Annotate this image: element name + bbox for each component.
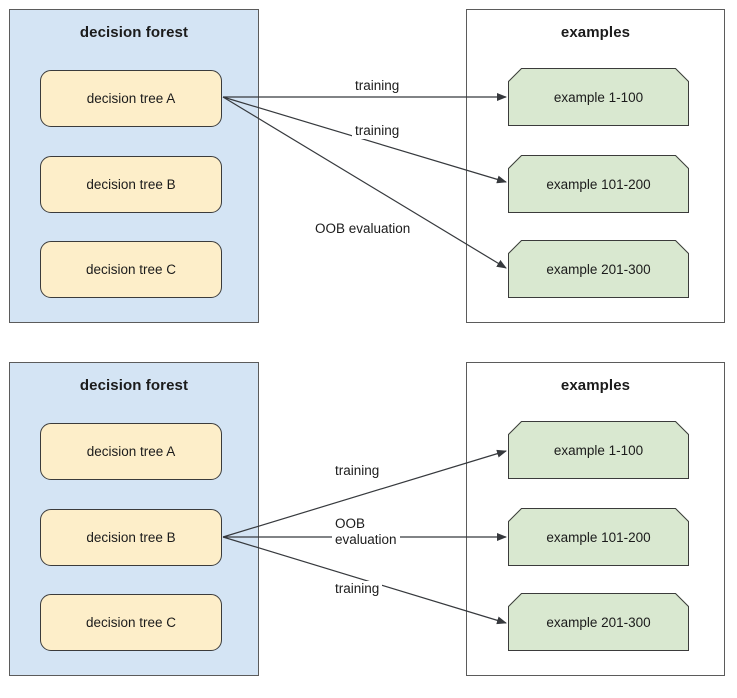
example-box-101-200-top[interactable]: example 101-200 [508,155,689,213]
tree-box-c-top-label: decision tree C [85,262,177,277]
examples-title-top: examples [560,24,631,41]
tree-box-a-bottom[interactable]: decision tree A [40,423,222,480]
example-box-201-300-top[interactable]: example 201-300 [508,240,689,298]
example-box-1-100-top[interactable]: example 1-100 [508,68,689,126]
edge-label-oob-top: OOB evaluation [312,221,414,237]
example-box-101-200-bottom-label: example 101-200 [546,529,651,545]
decision-forest-title-top: decision forest [79,24,189,41]
tree-box-b-bottom[interactable]: decision tree B [40,509,222,566]
tree-box-a-top-label: decision tree A [86,91,176,106]
tree-box-b-top[interactable]: decision tree B [40,156,222,213]
tree-box-b-bottom-label: decision tree B [86,530,176,545]
example-box-1-100-bottom-label: example 1-100 [553,442,644,458]
edge-label-training-1-top: training [352,78,403,94]
diagram-training-tree-b: decision forest examples decision tree A… [0,353,737,685]
tree-box-c-bottom[interactable]: decision tree C [40,594,222,651]
example-box-1-100-bottom[interactable]: example 1-100 [508,421,689,479]
example-box-1-100-top-label: example 1-100 [553,89,644,105]
examples-title-bottom: examples [560,377,631,394]
edge-label-training-2-bottom: training [332,581,383,597]
tree-box-c-bottom-label: decision tree C [85,615,177,630]
arrow-training-b-to-201-300 [222,536,507,625]
edge-label-oob-bottom: OOB evaluation [332,516,400,548]
edge-label-training-2-top: training [352,123,403,139]
tree-box-a-bottom-label: decision tree A [86,444,176,459]
example-box-201-300-bottom[interactable]: example 201-300 [508,593,689,651]
tree-box-b-top-label: decision tree B [86,177,176,192]
edge-label-training-1-bottom: training [332,463,383,479]
example-box-201-300-bottom-label: example 201-300 [546,614,651,630]
decision-forest-title-bottom: decision forest [79,377,189,394]
example-box-201-300-top-label: example 201-300 [546,261,651,277]
example-box-101-200-top-label: example 101-200 [546,176,651,192]
example-box-101-200-bottom[interactable]: example 101-200 [508,508,689,566]
arrow-training-a-to-101-200 [222,96,507,184]
diagram-training-tree-a: decision forest examples decision tree A… [0,0,737,345]
tree-box-a-top[interactable]: decision tree A [40,70,222,127]
tree-box-c-top[interactable]: decision tree C [40,241,222,298]
